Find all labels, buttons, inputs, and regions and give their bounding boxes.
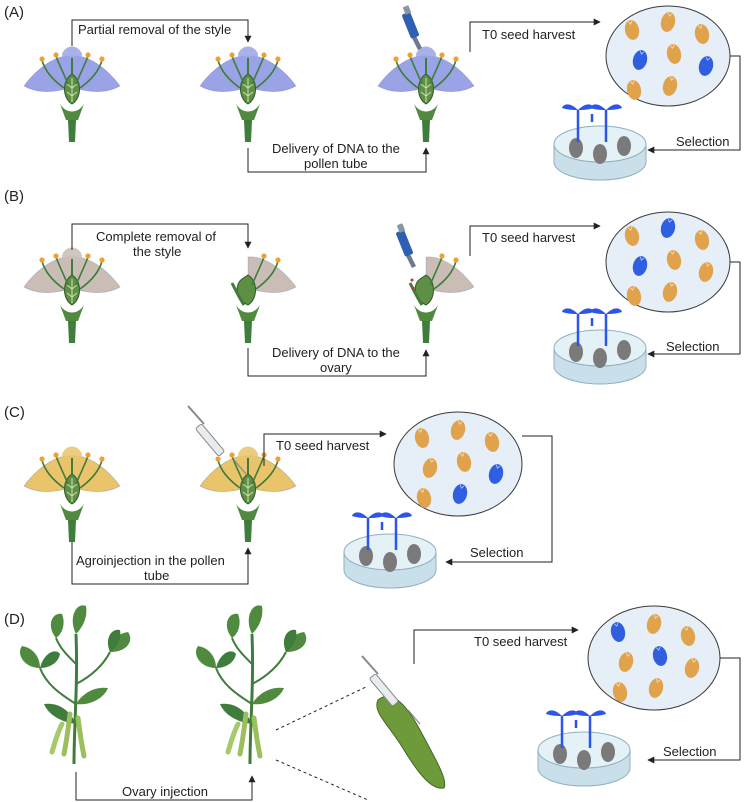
step-label: tube <box>144 568 169 583</box>
arrow <box>263 430 387 466</box>
arrow <box>647 657 741 764</box>
flower-icon <box>199 45 297 143</box>
syringe-icon <box>187 405 247 475</box>
pod-icon <box>376 695 446 789</box>
arrow <box>647 55 741 154</box>
step-label: Partial removal of the style <box>78 22 231 37</box>
pipette-icon <box>395 223 416 268</box>
flower-icon <box>23 45 121 143</box>
step-label: pollen tube <box>304 156 368 171</box>
panel-label: (D) <box>4 611 25 628</box>
arrow <box>413 626 579 664</box>
selection-label: Selection <box>676 134 729 149</box>
panel-label: (A) <box>4 4 24 21</box>
selection-label: Selection <box>666 339 719 354</box>
step-label: the style <box>133 244 181 259</box>
harvest-label: T0 seed harvest <box>482 27 576 42</box>
arrow <box>75 772 256 801</box>
arrow <box>469 222 601 256</box>
panel-b: (B) Complete removal of the style Delive… <box>4 188 741 386</box>
harvest-label: T0 seed harvest <box>276 438 370 453</box>
step-label: ovary <box>320 360 352 375</box>
panel-c: (C) Agroinjection in the pollen tube T0 … <box>4 404 553 590</box>
step-label: Complete removal of <box>96 229 216 244</box>
soybean-plant-icon <box>196 605 306 764</box>
half-flower-icon <box>230 251 298 345</box>
pipette-icon <box>401 5 422 50</box>
flower-icon <box>23 246 121 344</box>
harvest-label: T0 seed harvest <box>474 634 568 649</box>
arrow <box>647 261 741 358</box>
selection-label: Selection <box>663 744 716 759</box>
flower-icon <box>23 445 121 543</box>
harvest-label: T0 seed harvest <box>482 230 576 245</box>
selection-label: Selection <box>470 545 523 560</box>
arrow <box>469 18 601 52</box>
petri-dish-icon <box>342 511 438 590</box>
soybean-plant-icon <box>20 605 130 764</box>
step-label: Delivery of DNA to the <box>272 345 400 360</box>
arrow <box>247 348 430 377</box>
arrow <box>71 542 252 585</box>
flower-icon <box>377 45 475 143</box>
panel-label: (B) <box>4 188 24 205</box>
step-label: Agroinjection in the pollen <box>76 553 225 568</box>
arrow <box>71 19 252 46</box>
panel-d: (D) Ovary injection T0 seed harvest Sele… <box>4 605 741 801</box>
panel-a: (A) Partial removal of the style Deliver… <box>4 4 741 182</box>
step-label: Delivery of DNA to the <box>272 141 400 156</box>
zoom-line <box>275 759 369 801</box>
arrow <box>247 147 430 173</box>
flower-icon <box>199 445 297 543</box>
arrow <box>445 435 553 566</box>
zoom-line <box>275 685 369 731</box>
petri-dish-icon <box>552 307 648 386</box>
petri-dish-icon <box>536 709 632 788</box>
panel-label: (C) <box>4 404 25 421</box>
step-label: Ovary injection <box>122 784 208 799</box>
arrow <box>71 223 252 250</box>
petri-dish-icon <box>552 103 648 182</box>
half-flower-icon <box>408 251 476 345</box>
